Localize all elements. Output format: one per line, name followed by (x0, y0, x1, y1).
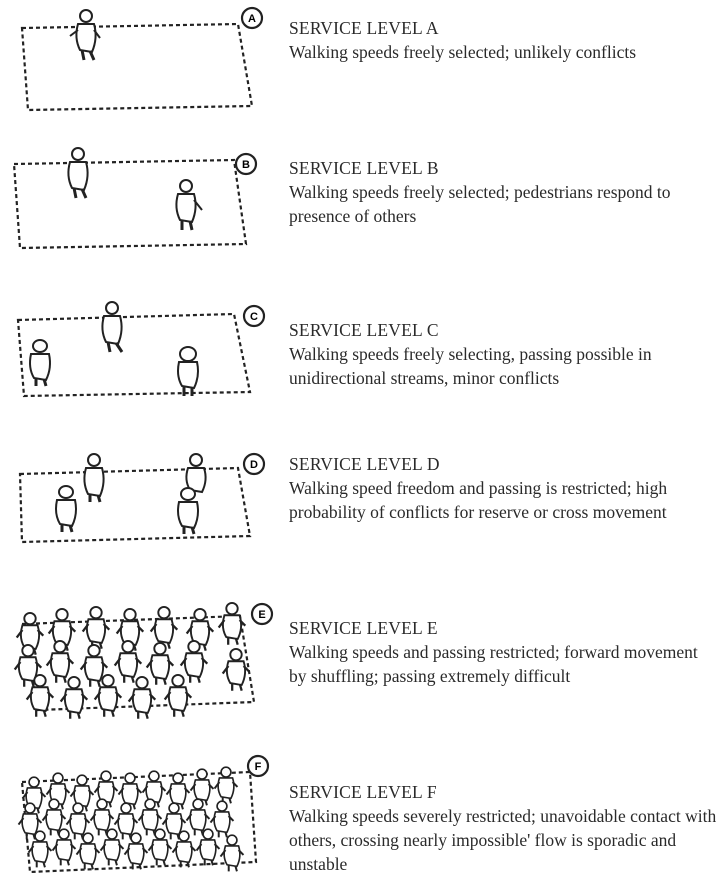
pedestrian-figure (17, 802, 43, 840)
pedestrian-figure (25, 673, 55, 718)
pedestrian-figure (185, 798, 211, 836)
pedestrian-figure (51, 828, 77, 866)
pedestrian-figure (75, 832, 101, 870)
service-level-d-illustration: D (18, 452, 266, 544)
service-level-b-badge: B (234, 152, 258, 176)
pedestrian-figure (171, 830, 197, 868)
pedestrian-figure (137, 798, 163, 836)
pedestrian-figure (101, 301, 124, 353)
pedestrian-figure (177, 346, 199, 396)
pedestrian-figure (195, 828, 221, 866)
service-level-a-illustration: A (20, 6, 264, 112)
pedestrian-figure (113, 639, 143, 684)
service-level-c-badge: C (242, 304, 266, 328)
pedestrian-figure (65, 802, 91, 840)
pedestrian-figure (69, 9, 101, 61)
pedestrian-figure (185, 453, 207, 494)
pedestrian-figure (83, 453, 105, 503)
level-description: Walking speed freedom and passing is res… (289, 478, 668, 522)
svg-text:E: E (258, 609, 265, 621)
pedestrian-figure (47, 607, 77, 652)
pedestrian-figure (209, 800, 235, 838)
pedestrian-figure (179, 639, 209, 684)
pedestrian-figure (41, 798, 67, 836)
level-description: Walking speeds severely restricted; unav… (289, 806, 717, 874)
pedestrian-figure (177, 487, 199, 535)
svg-text:C: C (250, 311, 258, 323)
level-title: SERVICE LEVEL F (289, 782, 437, 802)
pedestrian-figure (123, 832, 149, 870)
pedestrian-figure (149, 605, 179, 650)
level-title: SERVICE LEVEL D (289, 454, 440, 474)
pedestrian-figure (221, 647, 251, 692)
service-level-d-badge: D (242, 452, 266, 476)
service-level-a-badge: A (240, 6, 264, 30)
pedestrian-figure (165, 772, 191, 810)
svg-text:A: A (248, 13, 256, 25)
pedestrian-figure (67, 147, 89, 199)
pedestrian-figure (89, 798, 115, 836)
pedestrian-figure (99, 828, 125, 866)
level-title: SERVICE LEVEL C (289, 320, 439, 340)
level-description: Walking speeds freely selected; pedestri… (289, 182, 671, 226)
pedestrian-figure (29, 339, 51, 387)
level-description: Walking speeds freely selected; unlikely… (289, 42, 637, 62)
pedestrian-figure (81, 605, 111, 650)
pedestrian-figure (213, 766, 239, 804)
service-level-f-illustration: F (17, 754, 270, 874)
level-title: SERVICE LEVEL B (289, 158, 439, 178)
service-level-f-badge: F (246, 754, 270, 778)
pedestrian-figure (219, 834, 245, 872)
pedestrian-figure (93, 673, 123, 718)
service-level-e-illustration: E (13, 601, 274, 720)
pedestrian-figure (79, 643, 109, 688)
service-level-c-illustration: C (16, 301, 266, 398)
svg-text:B: B (242, 159, 250, 171)
pedestrian-figure (163, 673, 193, 718)
level-title: SERVICE LEVEL A (289, 18, 439, 38)
pedestrian-figure (55, 485, 77, 533)
pedestrian-figure (217, 601, 247, 646)
pedestrian-figure (141, 770, 167, 808)
pedestrian-figure (161, 802, 187, 840)
svg-text:F: F (255, 761, 262, 773)
pedestrian-figure (59, 675, 89, 720)
level-title: SERVICE LEVEL E (289, 618, 438, 638)
pedestrian-figure (113, 802, 139, 840)
pedestrian-figure (127, 675, 157, 720)
pedestrian-figure (189, 768, 215, 806)
pedestrian-figure (45, 639, 75, 684)
level-description: Walking speeds and passing restricted; f… (289, 642, 698, 686)
pedestrian-figure (175, 179, 203, 231)
service-level-b-illustration: B (12, 147, 258, 250)
pedestrian-figure (147, 828, 173, 866)
pedestrian-figure (145, 641, 175, 686)
pedestrian-figure (13, 643, 43, 688)
level-description: Walking speeds freely selecting, passing… (289, 344, 652, 388)
service-level-e-badge: E (250, 602, 274, 626)
pedestrian-figure (27, 830, 53, 868)
svg-text:D: D (250, 459, 258, 471)
